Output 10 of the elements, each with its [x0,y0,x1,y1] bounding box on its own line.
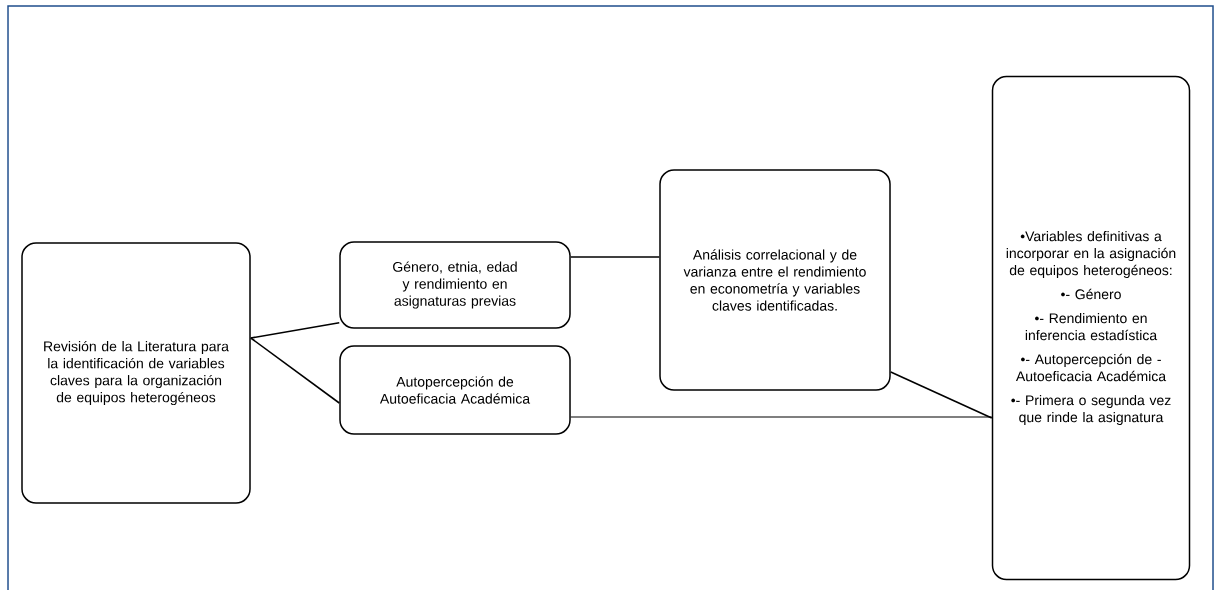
process-box: Revisión de la Literatura para la identificación de variables claves para la organización de equipos heterogéneos [21,242,251,504]
connector-line [570,416,993,418]
connector-line [889,371,993,419]
process-box: Autopercepción de Autoeficacia Académica [339,345,571,435]
process-box: Análisis correlacional y de varianza entre el rendimiento en econometría y variables claves identificadas. [659,169,891,391]
connector-line [569,256,661,258]
connector-line [249,321,341,339]
process-box: •Variables definitivas a incorporar en la asignación de equipos heterogéneos: •- Género •- Rendimiento en inferencia estadística •- Autopercepción de - Autoeficacia Académica •- Primera o segunda vez que rinde la asignatura [991,75,1191,581]
connector-line [249,337,341,404]
process-box: Género, etnia, edad y rendimiento en asignaturas previas [339,241,571,329]
